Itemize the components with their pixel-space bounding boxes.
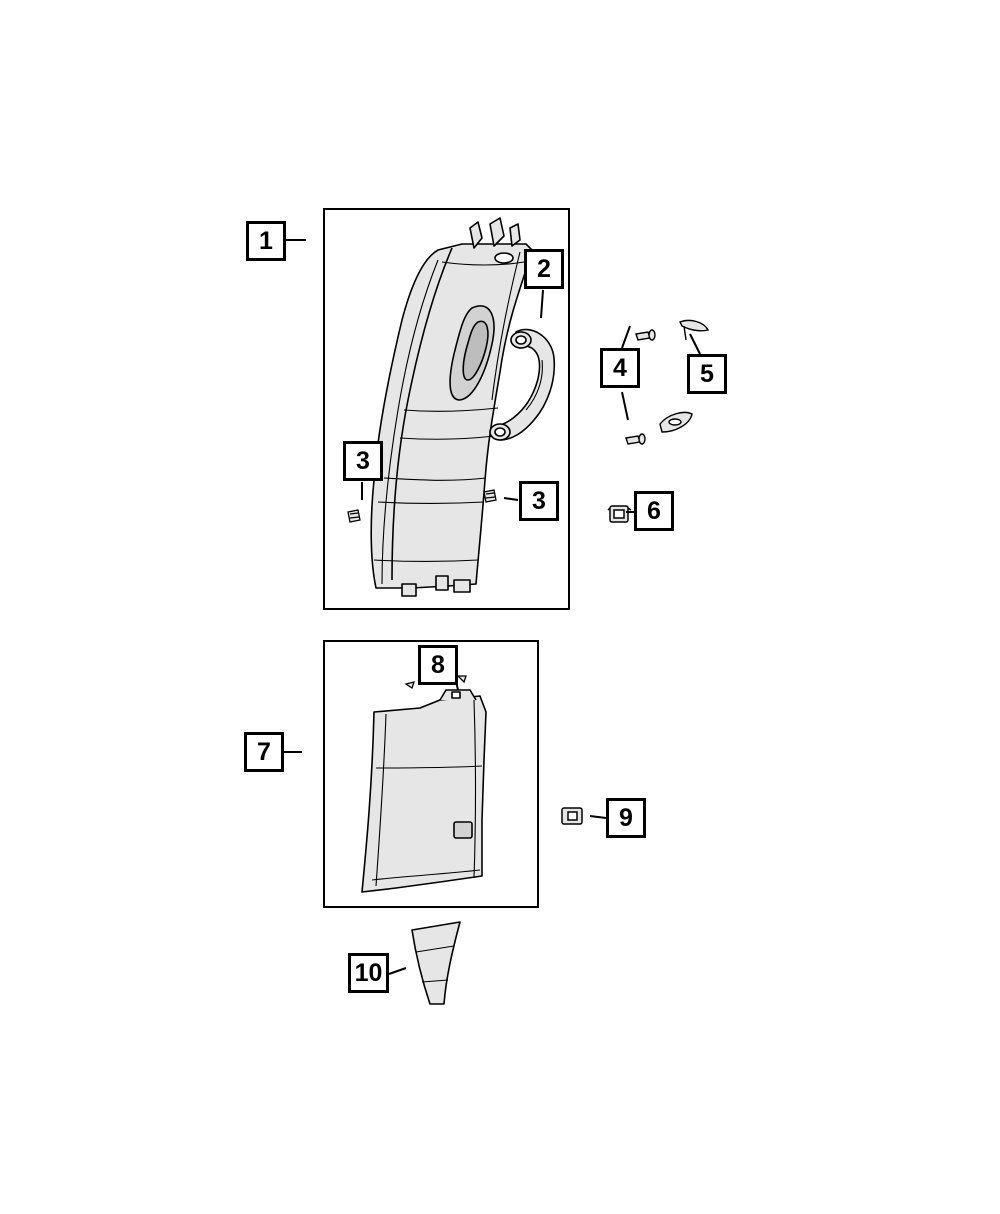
screw-lower	[625, 433, 646, 445]
callout-3-right: 3	[519, 481, 559, 521]
screw-upper	[635, 329, 656, 341]
callout-8: 8	[418, 645, 458, 685]
callout-4: 4	[600, 348, 640, 388]
retainer-clip-right	[483, 489, 497, 503]
callout-5: 5	[687, 354, 727, 394]
retainer-clip-left	[347, 509, 361, 523]
push-clip	[607, 505, 632, 523]
callout-2: 2	[524, 249, 564, 289]
upper-assembly-frame	[323, 208, 570, 610]
callout-1: 1	[246, 221, 286, 261]
fastener-clips	[404, 675, 467, 690]
lower-b-pillar-trim	[361, 689, 487, 893]
callout-7: 7	[244, 732, 284, 772]
callout-10: 10	[348, 953, 389, 993]
trim-cover-upper	[679, 319, 710, 341]
upper-b-pillar-trim	[370, 217, 539, 597]
retainer-clip-lower	[561, 807, 583, 825]
callout-3-left: 3	[343, 441, 383, 481]
trim-cover-lower	[659, 411, 693, 433]
callout-6: 6	[634, 491, 674, 531]
filler-panel	[411, 921, 461, 1005]
leader-lines	[284, 239, 701, 975]
callout-9: 9	[606, 798, 646, 838]
lower-assembly-frame	[323, 640, 539, 908]
grab-handle	[489, 328, 556, 441]
